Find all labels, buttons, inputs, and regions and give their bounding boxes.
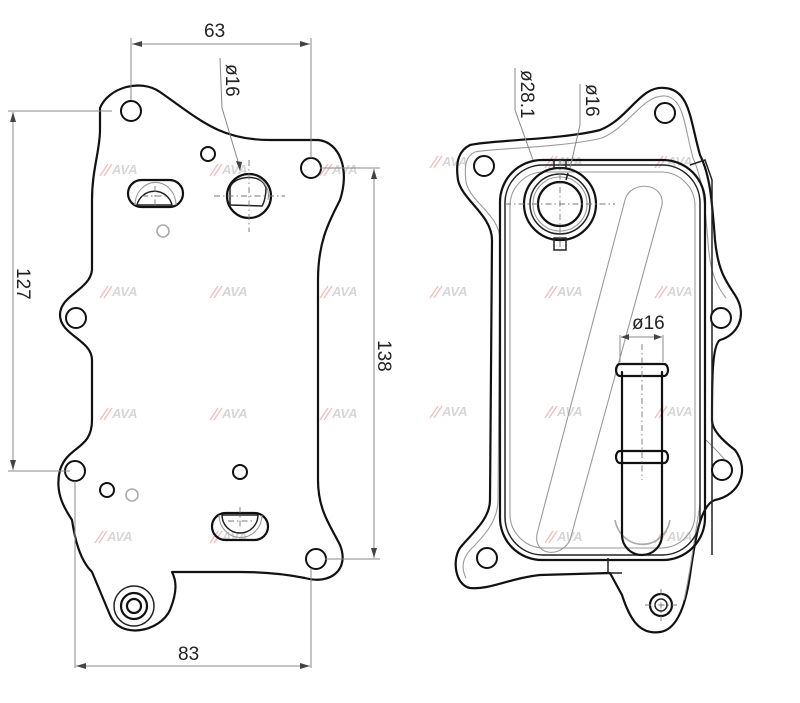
dimension-rear-pipe: ø16 [619,313,665,362]
mounting-hole [300,157,322,179]
svg-text:ø16: ø16 [581,84,602,117]
mounting-hole [710,307,732,329]
tank-body-inner [504,164,701,556]
svg-text:ø16: ø16 [632,313,665,334]
mounting-hole [473,155,495,177]
tank-body-inset [509,171,696,549]
front-port [214,160,285,232]
mounting-hole [654,102,676,124]
svg-text:AVA: AVA [111,406,138,421]
svg-text:AVA: AVA [331,406,358,421]
slot-bottom [210,507,270,542]
svg-text:ø28.1: ø28.1 [516,70,537,119]
dimension-rear-port-inner: ø16 [569,84,602,169]
svg-text:AVA: AVA [441,154,468,169]
front-view: 63 ø16 127 138 83 [8,21,394,669]
front-bottom-lug [113,585,155,627]
svg-text:AVA: AVA [111,284,138,299]
diagonal-baffle [536,185,663,553]
svg-text:AVA: AVA [441,404,468,419]
tank-body [498,158,707,562]
svg-text:127: 127 [12,268,33,300]
rear-view: ø28.1 ø16 ø16 [454,68,744,634]
dimension-rear-port-outer: ø28.1 [514,68,537,161]
rear-pipe [614,344,671,557]
mounting-hole [711,459,733,481]
rear-bottom-lug [645,589,677,621]
mounting-hole [476,547,498,569]
small-hole [156,224,170,238]
slot-top [126,178,185,209]
rear-flange-outline [454,86,744,634]
small-hole [99,482,115,498]
svg-text:AVA: AVA [111,162,138,177]
mounting-hole [305,548,327,570]
small-hole [125,488,139,502]
mounting-hole [120,100,142,122]
svg-text:AVA: AVA [666,529,693,544]
dimension-63: 63 [130,21,312,158]
svg-text:AVA: AVA [556,529,583,544]
small-hole [232,464,248,480]
svg-text:AVA: AVA [666,154,693,169]
tank-bottom-joint [607,558,622,574]
svg-text:AVA: AVA [556,284,583,299]
front-view-outline [57,84,345,632]
dimension-83: 83 [74,481,312,669]
dimension-138: 138 [320,167,394,560]
tank-side-rib [689,159,713,555]
svg-text:ø16: ø16 [221,64,242,97]
svg-text:63: 63 [204,21,225,42]
rear-port [505,159,615,255]
svg-text:AVA: AVA [666,404,693,419]
svg-text:AVA: AVA [221,406,248,421]
rear-flange-inner [462,95,729,601]
dimension-127: 127 [8,110,112,472]
svg-text:AVA: AVA [331,284,358,299]
dimension-front-port-diameter: ø16 [219,57,242,171]
svg-text:AVA: AVA [221,284,248,299]
svg-text:83: 83 [178,644,199,665]
small-hole [200,146,216,162]
svg-text:AVA: AVA [106,529,133,544]
svg-text:AVA: AVA [666,284,693,299]
mounting-hole [65,307,87,329]
svg-text:AVA: AVA [441,284,468,299]
svg-text:138: 138 [373,340,394,372]
